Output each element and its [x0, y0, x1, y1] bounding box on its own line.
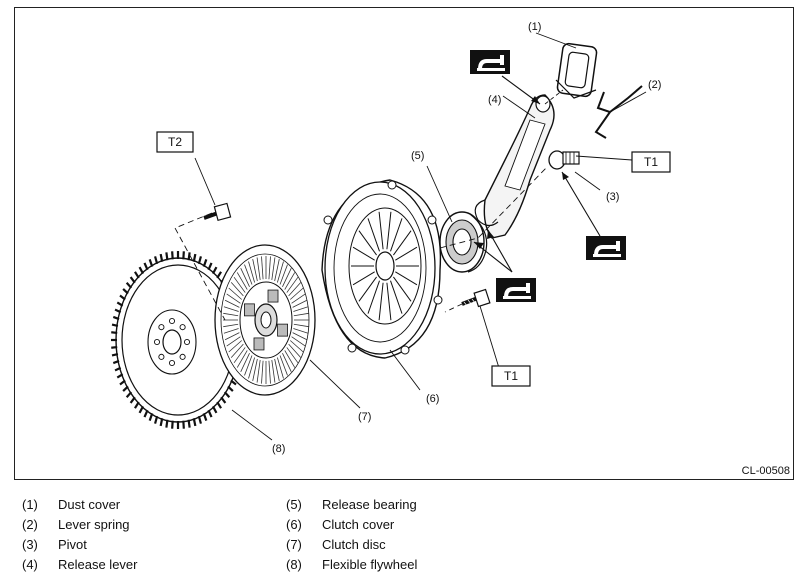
legend-part-name: Release bearing	[322, 497, 417, 512]
legend-number: (6)	[286, 517, 302, 532]
diagram-frame	[14, 7, 794, 480]
cover-bolt	[461, 288, 491, 308]
clutch-disc	[214, 244, 316, 396]
release-lever	[474, 94, 555, 239]
legend-part-name: Dust cover	[58, 497, 121, 512]
callout-release-lever: (4)	[488, 94, 501, 106]
torque-tag-t1-pivot: T1	[631, 151, 671, 173]
legend-number: (4)	[22, 557, 38, 572]
torque-tag-t2: T2	[156, 131, 194, 153]
svg-text:T2: T2	[168, 135, 182, 149]
grease-can-icon	[496, 278, 536, 302]
legend-number: (2)	[22, 517, 38, 532]
flexible-flywheel	[111, 251, 245, 429]
svg-text:T1: T1	[644, 155, 658, 169]
grease-can-icon	[470, 50, 510, 74]
assembly-lines	[174, 32, 647, 441]
torque-tag-t1-bolt: T1	[491, 365, 531, 387]
callout-flexible-flywheel: (8)	[272, 443, 285, 455]
callout-clutch-cover: (6)	[426, 393, 439, 405]
legend-number: (8)	[286, 557, 302, 572]
legend-number: (1)	[22, 497, 38, 512]
clutch-cover	[321, 179, 443, 359]
legend-part-name: Release lever	[58, 557, 138, 572]
flywheel-bolt	[203, 202, 232, 222]
callout-release-bearing: (5)	[411, 150, 424, 162]
legend-part-name: Flexible flywheel	[322, 557, 418, 572]
lever-spring	[594, 85, 643, 139]
grease-can-icon	[586, 236, 626, 260]
arrow-heads	[474, 96, 569, 249]
dust-cover	[555, 42, 598, 99]
pivot	[548, 150, 580, 170]
figure-id: CL-00508	[741, 465, 790, 477]
callout-clutch-disc: (7)	[358, 411, 371, 423]
legend-part-name: Pivot	[58, 537, 87, 552]
callout-dust-cover: (1)	[528, 21, 541, 33]
legend-number: (5)	[286, 497, 302, 512]
callout-lever-spring: (2)	[648, 79, 661, 91]
legend-number: (7)	[286, 537, 302, 552]
legend-part-name: Clutch disc	[322, 537, 386, 552]
legend-part-name: Lever spring	[58, 517, 130, 532]
legend-number: (3)	[22, 537, 38, 552]
callout-pivot: (3)	[606, 191, 619, 203]
svg-text:T1: T1	[504, 369, 518, 383]
legend-part-name: Clutch cover	[322, 517, 395, 532]
